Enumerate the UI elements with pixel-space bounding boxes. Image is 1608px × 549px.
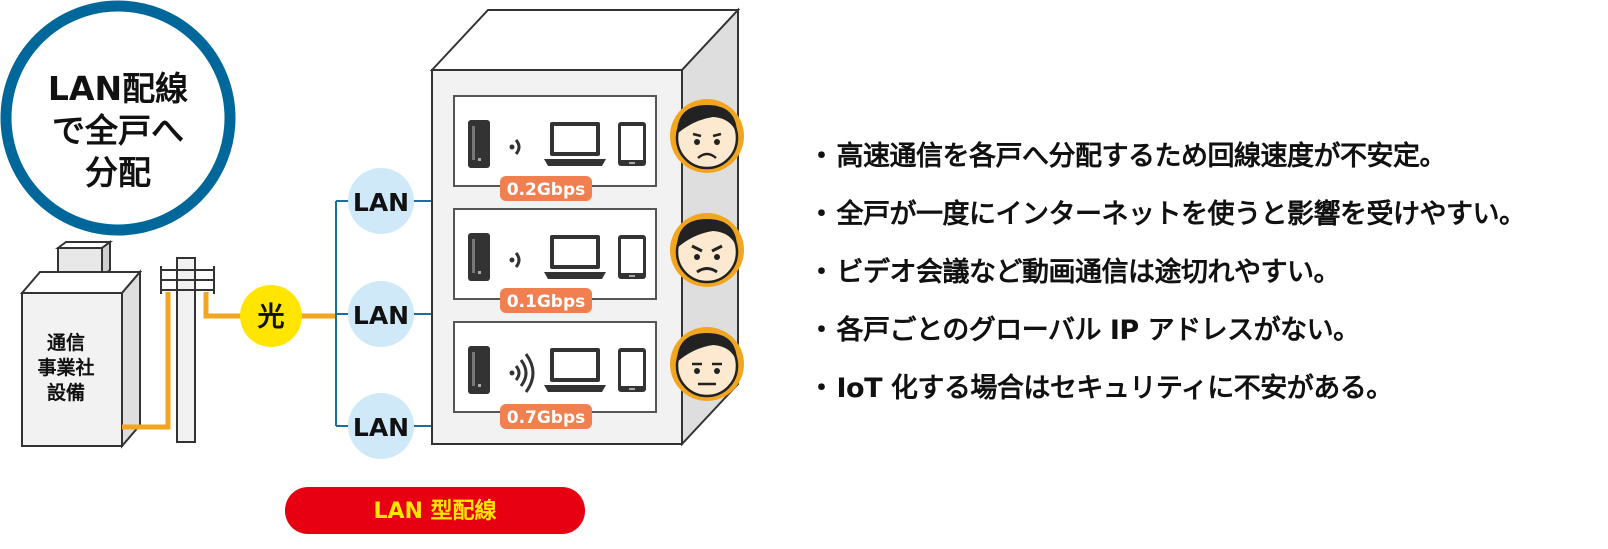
neutral-face-icon xyxy=(668,325,746,403)
lan-node-1: LAN xyxy=(348,168,414,234)
laptop-icon xyxy=(544,348,606,392)
lan-node-3: LAN xyxy=(348,393,414,459)
angry-face-icon xyxy=(668,211,746,289)
wifi-strong-icon xyxy=(509,353,535,393)
sad-face-icon xyxy=(668,97,746,175)
fiber-node-label: 光 xyxy=(257,302,285,333)
utility-pole xyxy=(160,257,215,443)
fiber-line xyxy=(122,292,336,430)
lan-node-label: LAN xyxy=(353,413,409,442)
title-line-2: で全戸へ xyxy=(52,111,184,150)
tablet-icon xyxy=(618,122,646,166)
drawback-item: 各戸ごとのグローバル IP アドレスがない。 xyxy=(808,306,1526,364)
router-icon xyxy=(468,120,490,168)
lan-node-label: LAN xyxy=(353,188,409,217)
title-line-1: LAN配線 xyxy=(48,69,188,108)
speed-tag-2: 0.1Gbps xyxy=(500,288,592,313)
speed-value: 0.1Gbps xyxy=(507,292,586,312)
apartment-unit-3 xyxy=(453,321,657,413)
drawback-item: 高速通信を各戸へ分配するため回線速度が不安定。 xyxy=(808,132,1526,190)
tablet-icon xyxy=(618,235,646,279)
speed-value: 0.7Gbps xyxy=(507,408,586,428)
lan-node-label: LAN xyxy=(353,301,409,330)
facility-label-line-1: 通信 xyxy=(47,331,85,354)
title-line-3: 分配 xyxy=(85,153,151,192)
wifi-weak-icon xyxy=(509,139,521,155)
facility-label-line-2: 事業社 xyxy=(37,356,94,379)
tablet-icon xyxy=(618,348,646,392)
facility-label-line-3: 設備 xyxy=(47,381,85,404)
speed-tag-1: 0.2Gbps xyxy=(500,176,592,201)
drawback-item: IoT 化する場合はセキュリティに不安がある。 xyxy=(808,364,1526,422)
laptop-icon xyxy=(544,235,606,279)
drawback-item: 全戸が一度にインターネットを使うと影響を受けやすい。 xyxy=(808,190,1526,248)
fiber-node: 光 xyxy=(240,285,302,347)
wiring-type-label: LAN 型配線 xyxy=(285,487,585,534)
speed-value: 0.2Gbps xyxy=(507,180,586,200)
laptop-icon xyxy=(544,122,606,166)
apartment-unit-2 xyxy=(453,208,657,300)
router-icon xyxy=(468,346,490,394)
drawback-list: 高速通信を各戸へ分配するため回線速度が不安定。 全戸が一度にインターネットを使う… xyxy=(808,132,1526,422)
speed-tag-3: 0.7Gbps xyxy=(500,404,592,429)
drawback-item: ビデオ会議など動画通信は途切れやすい。 xyxy=(808,248,1526,306)
apartment-unit-1 xyxy=(453,95,657,187)
title-badge: LAN配線 で全戸へ 分配 xyxy=(0,0,236,236)
wiring-type-text: LAN 型配線 xyxy=(373,498,496,524)
lan-node-2: LAN xyxy=(348,281,414,347)
wifi-weak-icon xyxy=(509,252,521,268)
carrier-facility-building: 通信 事業社 設備 xyxy=(19,240,143,449)
router-icon xyxy=(468,233,490,281)
